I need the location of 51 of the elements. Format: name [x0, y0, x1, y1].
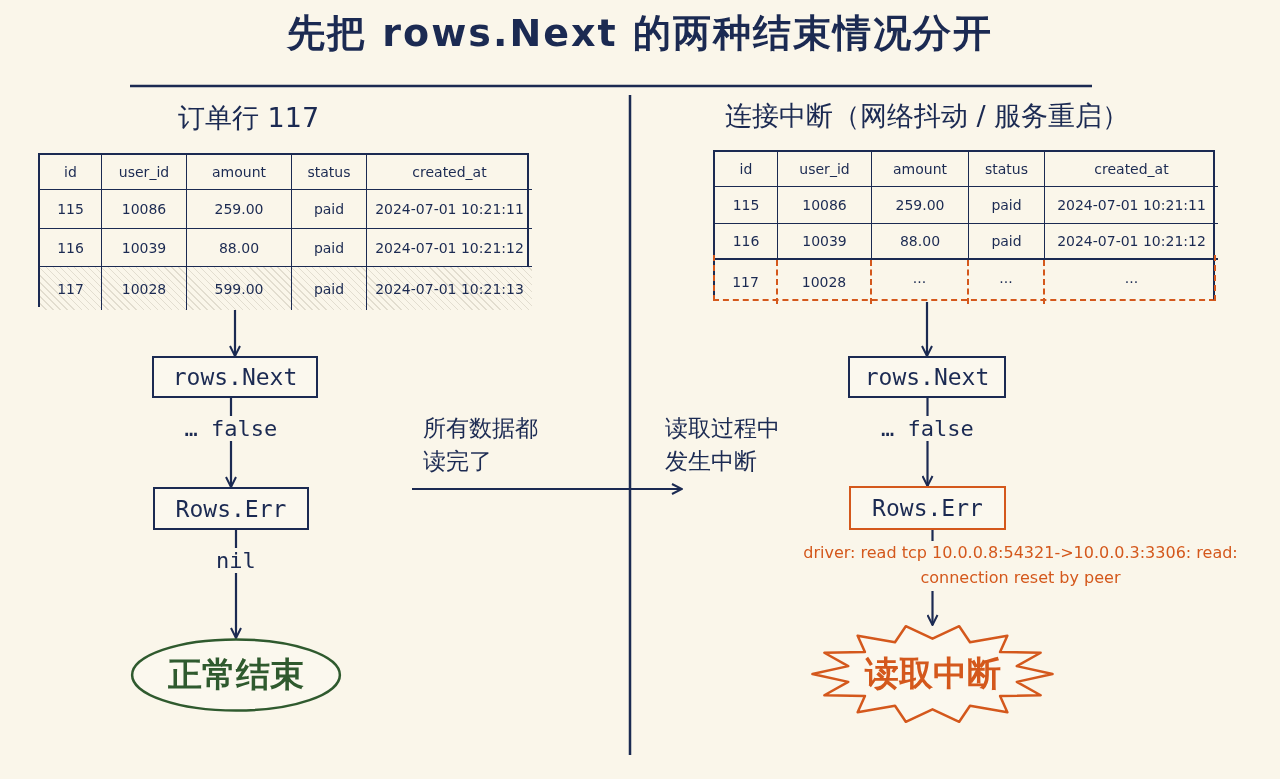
table-cell: 10028 [778, 260, 872, 304]
table-cell: 88.00 [872, 224, 969, 260]
table-cell: paid [969, 224, 1045, 260]
table-cell: 117 [715, 260, 778, 304]
table-cell: user_id [102, 155, 187, 190]
process-box: rows.Next [848, 356, 1006, 398]
table-cell: id [40, 155, 102, 190]
table-cell: paid [292, 267, 367, 310]
table-cell-text: ··· [1123, 273, 1140, 292]
table-cell: ··· [969, 260, 1045, 304]
note-text: 读取过程中发生中断 [665, 414, 781, 477]
table-cell: status [292, 155, 367, 190]
edge-label: … false [184, 416, 278, 441]
process-box: Rows.Err [153, 487, 309, 530]
table-cell: paid [292, 190, 367, 229]
table-cell: 10039 [778, 224, 872, 260]
note-text: 所有数据都读完了 [423, 414, 539, 477]
table-cell: 2024-07-01 10:21:12 [1045, 224, 1218, 260]
table-cell: ··· [872, 260, 969, 304]
process-box: rows.Next [152, 356, 318, 398]
table-cell: status [969, 152, 1045, 187]
table-cell: 10086 [102, 190, 187, 229]
table-cell: 2024-07-01 10:21:13 [367, 267, 532, 310]
section-heading: 订单行 117 [178, 101, 320, 135]
table-cell: created_at [367, 155, 532, 190]
burst-shape: 读取中断 [810, 625, 1055, 723]
section-heading: 连接中断（网络抖动 / 服务重启） [725, 99, 1130, 133]
terminal-ellipse: 正常结束 [130, 638, 342, 712]
table-cell: amount [872, 152, 969, 187]
edge-label: … false [881, 415, 974, 441]
table-cell: amount [187, 155, 292, 190]
table-cell: 115 [715, 187, 778, 224]
table-cell: id [715, 152, 778, 187]
arrow [921, 302, 933, 357]
table-cell: 2024-07-01 10:21:11 [367, 190, 532, 229]
table-cell: paid [969, 187, 1045, 224]
table-cell: 10028 [102, 267, 187, 310]
table-cell: 117 [40, 267, 102, 310]
table-cell: 2024-07-01 10:21:11 [1045, 187, 1218, 224]
table-cell: 259.00 [872, 187, 969, 224]
table-cell: 10086 [778, 187, 872, 224]
process-box: Rows.Err [849, 486, 1006, 530]
arrow [229, 308, 241, 357]
table-cell: 115 [40, 190, 102, 229]
edge-label: nil [216, 547, 256, 573]
table-cell: 259.00 [187, 190, 292, 229]
table-cell: created_at [1045, 152, 1218, 187]
table-cell: 599.00 [187, 267, 292, 310]
table-cell: user_id [778, 152, 872, 187]
table-cell: 116 [715, 224, 778, 260]
diagram-title: 先把 rows.Next 的两种结束情况分开 [286, 10, 994, 57]
